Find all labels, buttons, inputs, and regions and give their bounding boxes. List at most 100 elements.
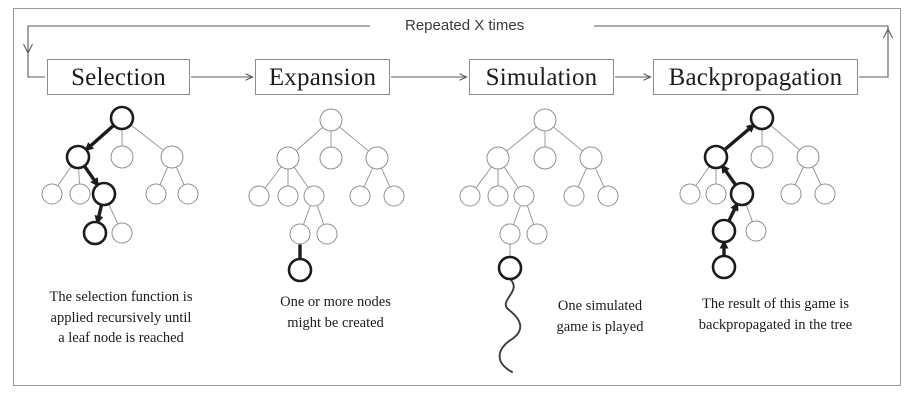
tree-edge bbox=[316, 205, 325, 225]
tree-node bbox=[383, 185, 405, 207]
tree-edge bbox=[94, 204, 104, 225]
stage-box-expansion[interactable]: Expansion bbox=[255, 59, 390, 95]
tree-edge bbox=[727, 201, 739, 222]
tree-node bbox=[349, 185, 371, 207]
tree-node-highlighted bbox=[711, 218, 737, 244]
caption-backpropagation: The result of this game is backpropagate… bbox=[698, 296, 853, 333]
tree-node-highlighted bbox=[65, 144, 91, 170]
tree-edge bbox=[57, 166, 72, 186]
tree-simulation bbox=[459, 108, 619, 373]
tree-node bbox=[248, 185, 270, 207]
tree-edge bbox=[83, 165, 100, 188]
tree-edge bbox=[303, 205, 311, 225]
repeat-loop-label: Repeated X times bbox=[405, 17, 525, 34]
tree-node bbox=[289, 223, 311, 245]
tree-edge bbox=[108, 204, 119, 224]
tree-edge bbox=[812, 167, 822, 185]
tree-edge bbox=[159, 167, 168, 185]
tree-node bbox=[579, 146, 603, 170]
tree-edge bbox=[595, 168, 605, 187]
tree-edge bbox=[695, 166, 710, 186]
tree-node bbox=[750, 145, 774, 169]
tree-node bbox=[486, 146, 510, 170]
tree-node bbox=[303, 185, 325, 207]
tree-node bbox=[533, 108, 557, 132]
tree-edge bbox=[723, 123, 756, 151]
tree-edge bbox=[363, 168, 373, 187]
stage-label-simulation: Simulation bbox=[485, 63, 598, 91]
tree-edge bbox=[745, 204, 753, 222]
tree-edge bbox=[381, 168, 391, 187]
tree-node-highlighted bbox=[729, 181, 755, 207]
tree-node bbox=[365, 146, 389, 170]
tree-node-highlighted bbox=[497, 255, 523, 281]
tree-node-highlighted bbox=[109, 105, 135, 131]
tree-node bbox=[276, 146, 300, 170]
stage-label-expansion: Expansion bbox=[268, 63, 377, 91]
tree-node bbox=[459, 185, 481, 207]
stage-box-backpropagation[interactable]: Backpropagation bbox=[653, 59, 858, 95]
tree-edge bbox=[339, 126, 369, 152]
tree-edge bbox=[294, 167, 309, 188]
tree-edge bbox=[176, 167, 185, 185]
tree-node-highlighted bbox=[287, 257, 313, 283]
tree-expansion bbox=[248, 108, 405, 283]
tree-node bbox=[319, 108, 343, 132]
caption-selection: The selection function is applied recurs… bbox=[49, 289, 193, 347]
tree-edge bbox=[577, 168, 587, 187]
tree-edge bbox=[506, 126, 537, 152]
tree-edge bbox=[553, 126, 583, 152]
tree-node bbox=[796, 145, 820, 169]
tree-selection bbox=[41, 105, 199, 246]
tree-node bbox=[597, 185, 619, 207]
tree-edge bbox=[794, 167, 804, 185]
stage-box-selection[interactable]: Selection bbox=[47, 59, 190, 95]
tree-node bbox=[177, 183, 199, 205]
tree-node bbox=[41, 183, 63, 205]
caption-simulation: One simulated game is played bbox=[556, 298, 644, 335]
tree-node-highlighted bbox=[82, 220, 108, 246]
tree-node bbox=[69, 183, 91, 205]
tree-node bbox=[487, 185, 509, 207]
tree-node bbox=[110, 145, 134, 169]
tree-node bbox=[499, 223, 521, 245]
tree-node bbox=[745, 220, 767, 242]
tree-node bbox=[319, 146, 343, 170]
tree-backpropagation bbox=[679, 105, 836, 280]
tree-node-highlighted bbox=[749, 105, 775, 131]
repeat-loop-path bbox=[23, 25, 893, 78]
tree-edge bbox=[720, 163, 737, 186]
stage-box-simulation[interactable]: Simulation bbox=[469, 59, 614, 95]
tree-node bbox=[705, 183, 727, 205]
tree-node bbox=[111, 222, 133, 244]
tree-node bbox=[513, 185, 535, 207]
tree-edge bbox=[265, 166, 282, 188]
tree-node-highlighted bbox=[703, 144, 729, 170]
tree-node bbox=[533, 146, 557, 170]
tree-node bbox=[526, 223, 548, 245]
tree-node bbox=[814, 183, 836, 205]
caption-expansion: One or more nodes might be created bbox=[280, 294, 391, 331]
tree-edge bbox=[504, 167, 519, 188]
tree-edge bbox=[475, 166, 492, 188]
tree-node bbox=[277, 185, 299, 207]
tree-edge bbox=[770, 125, 800, 150]
tree-edge bbox=[513, 205, 521, 225]
tree-edge bbox=[526, 205, 535, 225]
tree-node-highlighted bbox=[711, 254, 737, 280]
tree-edge bbox=[78, 168, 80, 184]
tree-node bbox=[145, 183, 167, 205]
rollout-wavy-line bbox=[498, 278, 522, 373]
tree-node-highlighted bbox=[91, 181, 117, 207]
tree-node bbox=[780, 183, 802, 205]
stage-label-selection: Selection bbox=[71, 63, 166, 91]
tree-node bbox=[160, 145, 184, 169]
tree-node bbox=[563, 185, 585, 207]
tree-edge bbox=[130, 124, 164, 151]
tree-node bbox=[679, 183, 701, 205]
stage-label-backpropagation: Backpropagation bbox=[668, 63, 843, 91]
tree-edge bbox=[296, 127, 323, 151]
